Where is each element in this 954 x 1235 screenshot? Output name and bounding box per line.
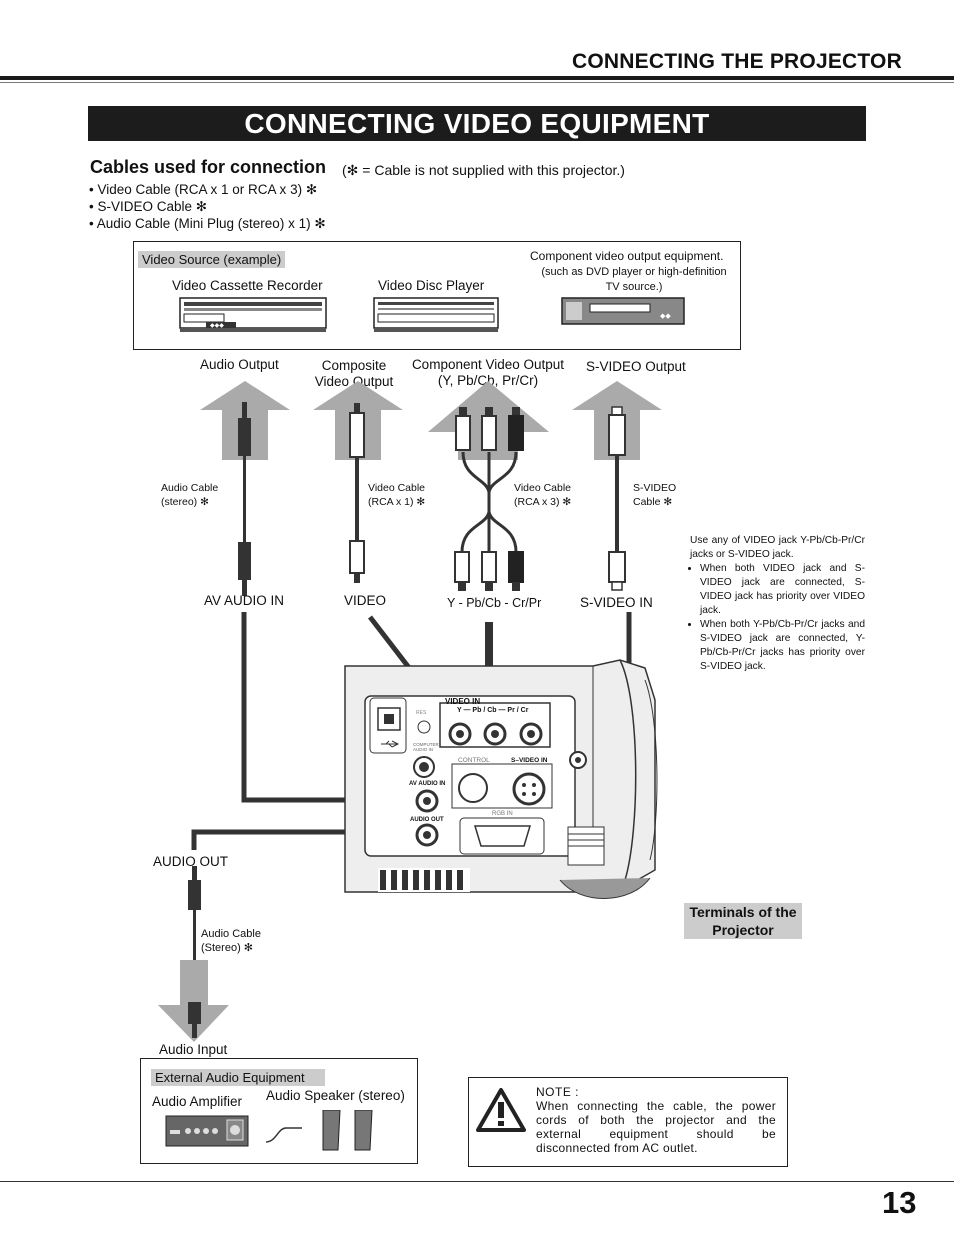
component-output-label: Component Video Output (Y, Pb/Cb, Pr/Cr) bbox=[411, 357, 565, 388]
note-text: When connecting the cable, the power cor… bbox=[536, 1099, 776, 1155]
speaker-wire bbox=[265, 1127, 302, 1143]
projector-body bbox=[344, 659, 658, 899]
cable-item: • Audio Cable (Mini Plug (stereo) x 1) ✻ bbox=[89, 216, 326, 231]
usb-icon bbox=[381, 740, 400, 748]
av-audio-line bbox=[241, 612, 392, 803]
panel-video-in: VIDEO IN bbox=[445, 697, 481, 706]
cable-item: • S-VIDEO Cable ✻ bbox=[89, 199, 208, 214]
video-cable-rca3 bbox=[460, 451, 518, 553]
external-audio-label: External Audio Equipment bbox=[151, 1069, 325, 1086]
panel-svideo-in: S–VIDEO IN bbox=[511, 757, 548, 764]
video-cable-rca1 bbox=[349, 403, 365, 583]
section-title: CONNECTING THE PROJECTOR bbox=[572, 50, 902, 73]
svideo-output-label: S-VIDEO Output bbox=[586, 359, 686, 374]
side-note: Use any of VIDEO jack Y-Pb/Cb-Pr/Cr jack… bbox=[690, 534, 865, 674]
video-source-label: Video Source (example) bbox=[138, 251, 286, 268]
cables-heading: Cables used for connection bbox=[90, 157, 327, 177]
audio-out-cable-label: Audio Cable (Stereo) ✻ bbox=[201, 928, 261, 954]
speaker-label: Audio Speaker (stereo) bbox=[266, 1088, 405, 1103]
svideo-in-label: S-VIDEO IN bbox=[580, 595, 653, 610]
audio-cable bbox=[238, 402, 251, 596]
panel-rgb-in: RGB IN bbox=[492, 811, 513, 817]
panel-computer-audio: COMPUTER AUDIO IN bbox=[413, 742, 439, 752]
component-in-label: Y - Pb/Cb - Cr/Pr bbox=[447, 596, 542, 610]
composite-output-label: Composite Video Output bbox=[314, 358, 394, 389]
audio-output-label: Audio Output bbox=[200, 357, 279, 372]
video-cable-rca3-label: Video Cable (RCA x 3) ✻ bbox=[514, 482, 572, 508]
rca3-plugs-bottom bbox=[454, 551, 524, 591]
panel-reset: RES bbox=[416, 710, 427, 716]
header-rule-thin bbox=[0, 82, 954, 83]
page-number: 13 bbox=[882, 1185, 917, 1220]
cable-item: • Video Cable (RCA x 1 or RCA x 3) ✻ bbox=[89, 182, 318, 197]
rca3-plugs-top bbox=[455, 407, 524, 451]
audio-out-cable bbox=[188, 866, 201, 1002]
panel-jacks-label: Y — Pb / Cb — Pr / Cr bbox=[457, 707, 529, 714]
audio-out-label: AUDIO OUT bbox=[153, 854, 229, 869]
audio-cable-label: Audio Cable (stereo) ✻ bbox=[161, 482, 219, 508]
amplifier-label: Audio Amplifier bbox=[152, 1094, 243, 1109]
note-heading: NOTE : bbox=[536, 1085, 580, 1099]
warning-icon bbox=[476, 1088, 526, 1132]
vcr-icon: ◆◆◆ bbox=[179, 297, 327, 332]
footer-rule bbox=[0, 1181, 954, 1182]
speaker-icon bbox=[322, 1110, 373, 1151]
audio-input-label: Audio Input bbox=[159, 1042, 228, 1057]
audio-out-line bbox=[191, 829, 410, 850]
disc-player-icon bbox=[373, 297, 499, 332]
disc-player-label: Video Disc Player bbox=[378, 278, 485, 293]
panel-audio-out: AUDIO OUT bbox=[410, 817, 444, 823]
av-audio-in-label: AV AUDIO IN bbox=[204, 593, 285, 608]
video-cable-rca1-label: Video Cable (RCA x 1) ✻ bbox=[368, 482, 426, 508]
audio-equipment-icons bbox=[165, 1110, 373, 1151]
component-equipment-sub: (such as DVD player or high-definition T… bbox=[541, 266, 727, 293]
side-note-point: When both Y-Pb/Cb-Pr/Cr jacks and S-VIDE… bbox=[700, 618, 865, 674]
panel-control: CONTROL bbox=[458, 757, 490, 764]
side-note-point: When both VIDEO jack and S-VIDEO jack ar… bbox=[700, 562, 865, 618]
down-arrow bbox=[158, 960, 229, 1042]
panel-av-audio-in: AV AUDIO IN bbox=[409, 781, 446, 787]
video-in-label: VIDEO bbox=[344, 593, 387, 608]
side-note-intro: Use any of VIDEO jack Y-Pb/Cb-Pr/Cr jack… bbox=[690, 535, 865, 560]
page-title: CONNECTING VIDEO EQUIPMENT bbox=[88, 106, 866, 141]
vcr-label: Video Cassette Recorder bbox=[172, 278, 323, 293]
svideo-cable-label: S-VIDEO Cable ✻ bbox=[633, 482, 677, 508]
svideo-cable bbox=[608, 406, 626, 591]
component-equipment-title: Component video output equipment. bbox=[530, 249, 724, 263]
terminals-label: Terminals of the Projector bbox=[684, 903, 802, 939]
amplifier-icon bbox=[165, 1115, 249, 1147]
svg-text:◆◆: ◆◆ bbox=[660, 312, 671, 320]
svg-text:◆◆◆: ◆◆◆ bbox=[210, 322, 224, 329]
dvd-player-icon: ◆◆ bbox=[561, 297, 685, 325]
audio-out-plug-bottom bbox=[188, 1002, 201, 1038]
header-rule bbox=[0, 76, 954, 80]
cables-note: (✻ = Cable is not supplied with this pro… bbox=[342, 162, 625, 178]
